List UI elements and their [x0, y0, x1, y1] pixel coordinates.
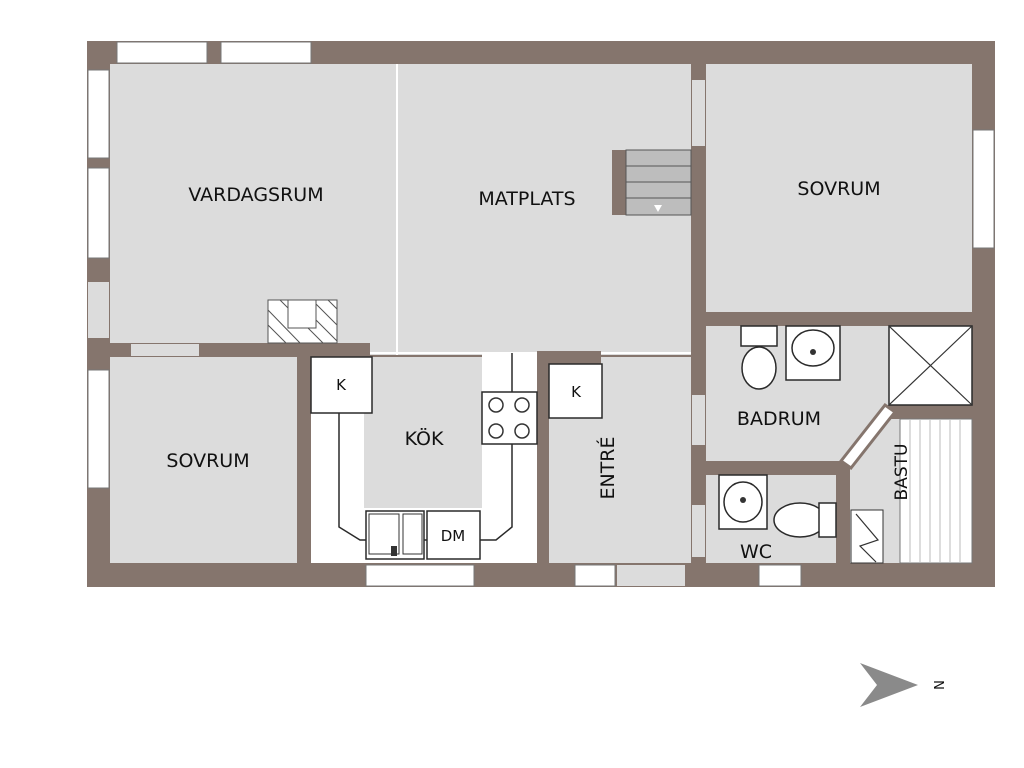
- wall-kok-entre-top: [537, 351, 601, 364]
- bastu-door: [838, 402, 898, 471]
- room-label-matplats: MATPLATS: [478, 188, 575, 210]
- room-label-sovrum-right: SOVRUM: [797, 178, 880, 200]
- toilet-wc-icon: [773, 502, 837, 538]
- window: [365, 564, 475, 587]
- window: [116, 41, 208, 64]
- sauna-stove-icon: [850, 509, 884, 564]
- compass-label: N: [930, 680, 945, 690]
- toilet-icon: [740, 325, 778, 390]
- window: [972, 129, 995, 249]
- wall-shower-bastu: [888, 405, 995, 419]
- sauna-bench: [899, 418, 973, 564]
- stove-icon: [481, 391, 538, 445]
- window: [87, 167, 110, 259]
- door-opening-2: [692, 80, 705, 146]
- stairs-icon: [625, 149, 692, 216]
- washbasin-wc-icon: [718, 474, 768, 530]
- room-label-wc: WC: [740, 541, 772, 563]
- room-label-vardagsrum: VARDAGSRUM: [188, 184, 323, 206]
- window: [758, 564, 802, 587]
- wall-sovrum-badrum: [706, 312, 995, 326]
- wardrobe-label: K: [571, 383, 582, 401]
- room-label-badrum: BADRUM: [737, 408, 821, 430]
- room-label-kok: KÖK: [405, 427, 444, 450]
- floor-sovrum-left: [110, 357, 297, 563]
- dishwasher-icon: [426, 510, 481, 560]
- dishwasher-label: DM: [441, 527, 466, 545]
- compass-arrow-icon: [860, 663, 918, 707]
- room-label-entre: ENTRÉ: [596, 436, 619, 499]
- wall-kok-entre: [537, 351, 549, 587]
- wall-sovrum-top: [87, 343, 370, 357]
- wall-badrum-wc: [691, 461, 849, 475]
- wardrobe-icon: [548, 363, 603, 419]
- wall-sovrum-kok: [297, 357, 311, 587]
- stair-wall: [612, 150, 626, 215]
- shower-icon: [888, 325, 973, 406]
- fridge-label: K: [336, 376, 347, 394]
- door-entrance: [617, 565, 685, 586]
- door-opening-4: [692, 505, 705, 557]
- fridge-icon: [310, 356, 373, 414]
- wall-east-block: [691, 41, 706, 587]
- window: [87, 69, 110, 159]
- fireplace-icon: [267, 299, 338, 344]
- wall-wc-bastu: [836, 461, 850, 587]
- washbasin-icon: [785, 325, 841, 381]
- window: [220, 41, 312, 64]
- door-left: [88, 282, 109, 338]
- floor-sovrum-right: [706, 64, 972, 312]
- window: [574, 564, 616, 587]
- window: [87, 369, 110, 489]
- door-opening-3: [692, 395, 705, 445]
- door-opening: [131, 344, 199, 356]
- room-label-bastu: BASTU: [892, 444, 912, 501]
- floor-living-dining: [110, 64, 691, 355]
- room-label-sovrum-left: SOVRUM: [166, 450, 249, 472]
